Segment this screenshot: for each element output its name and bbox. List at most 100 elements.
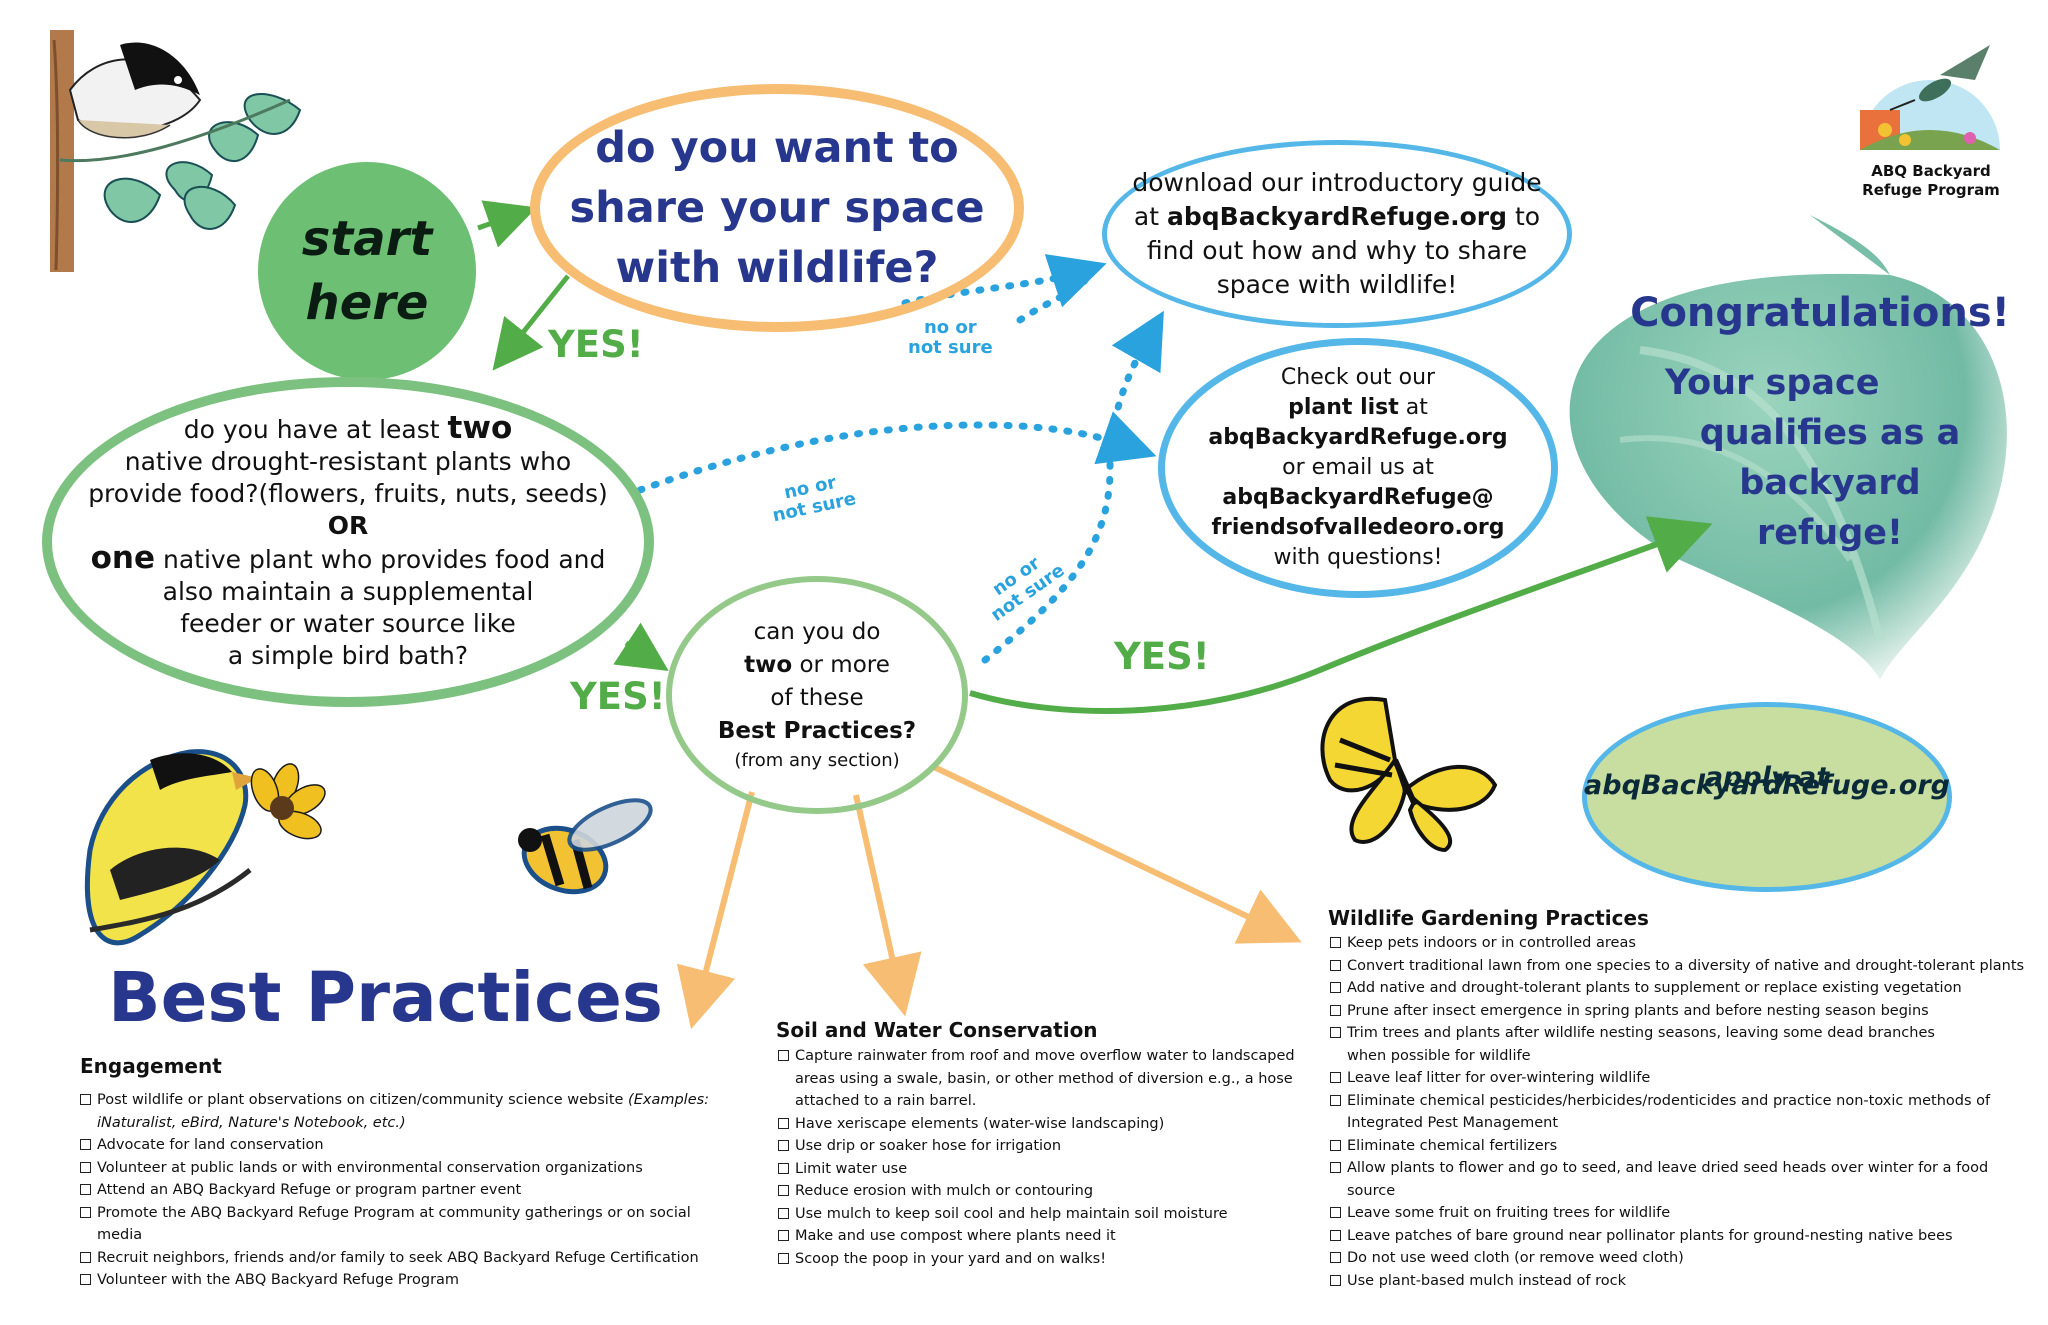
dotted-arrow-q2-to-plantlist [636,411,1157,494]
download-line: download our introductory guide [1132,168,1542,197]
checklist-item[interactable]: Leave leaf litter for over-wintering wil… [1330,1067,2030,1090]
logo-line: ABQ Backyard [1871,162,1991,180]
checklist-item[interactable]: Reduce erosion with mulch or contouring [778,1180,1308,1203]
congrats-line: Your space [1665,363,1880,403]
item-text: Trim trees and plants after wildlife nes… [1347,1025,1935,1041]
engagement-title: Engagement [80,1054,222,1078]
arrow-to-wildlife [930,763,1302,944]
checklist-item[interactable]: Use plant-based mulch instead of rock [1330,1270,2030,1293]
leaf-illustration [1569,215,2007,680]
checklist-item[interactable]: Post wildlife or plant observations on c… [80,1089,720,1134]
dotted-arrow-q3-to-download [981,310,1164,664]
congratulations-title: Congratulations! [1630,290,2010,336]
dotted-arrow-q1-to-download [1016,276,1089,324]
q-plants-line5-post: native plant who provides food and [155,545,606,574]
q-plants-line: provide food?(flowers, fruits, nuts, see… [88,479,608,508]
checklist-item[interactable]: Use mulch to keep soil cool and help mai… [778,1203,1308,1226]
q-practices-line: of these [770,685,864,711]
q-practices-two: two [744,652,793,678]
arrow-to-engagement [676,791,755,1030]
q-plants-two: two [447,410,513,446]
yes-label: YES! [1114,635,1210,678]
soil-water-list: Capture rainwater from roof and move ove… [778,1045,1308,1270]
no-not-sure-label: no or not sure [908,318,993,358]
bee-illustration [518,798,653,895]
engagement-list: Post wildlife or plant observations on c… [80,1089,720,1292]
share-space-question: do you want to share your space with wil… [530,84,1024,332]
checklist-item[interactable]: Volunteer with the ABQ Backyard Refuge P… [80,1269,720,1292]
download-guide-bubble: download our introductory guide at abqBa… [1102,140,1572,328]
checklist-item[interactable]: Eliminate chemical fertilizers [1330,1135,2030,1158]
download-link[interactable]: abqBackyardRefuge.org [1166,202,1508,231]
checklist-item[interactable]: Scoop the poop in your yard and on walks… [778,1248,1308,1271]
plant-list-link[interactable]: abqBackyardRefuge.org [1208,425,1508,450]
plant-line: Check out our [1280,365,1436,390]
download-line-pre: at [1133,202,1167,231]
plant-list-bubble: Check out our plant list at abqBackyardR… [1158,338,1558,598]
checklist-item[interactable]: Trim trees and plants after wildlife nes… [1330,1022,2030,1067]
checklist-item[interactable]: Promote the ABQ Backyard Refuge Program … [80,1202,720,1247]
q-practices-line2-post: or more [792,652,890,678]
q-share-line: share your space [569,183,985,233]
download-line: at abqBackyardRefuge.org to [1134,200,1540,234]
download-line-post: to [1507,202,1541,231]
q-share-line: do you want to [595,123,959,173]
wildlife-gardening-title: Wildlife Gardening Practices [1328,906,1649,930]
checklist-item[interactable]: Use drip or soaker hose for irrigation [778,1135,1308,1158]
congrats-line: backyard [1739,463,1921,503]
soil-water-title: Soil and Water Conservation [776,1018,1098,1042]
checklist-item[interactable]: Make and use compost where plants need i… [778,1225,1308,1248]
checklist-item[interactable]: Allow plants to flower and go to seed, a… [1330,1157,2030,1202]
yes-label: YES! [548,323,644,366]
plant-line: or email us at [1282,455,1434,480]
checklist-item[interactable]: Volunteer at public lands or with enviro… [80,1157,720,1180]
q-plants-line: also maintain a supplemental [162,577,534,606]
item-text: Post wildlife or plant observations on c… [97,1092,629,1108]
checklist-item[interactable]: Prune after insect emergence in spring p… [1330,1000,2030,1023]
item-text: Integrated Pest Management [1347,1115,1559,1131]
no-line: no or [923,317,977,338]
congratulations-body: Your space qualifies as a backyard refug… [1655,358,2005,558]
arrow-q3-to-congrats [969,516,1713,714]
checklist-item[interactable]: Capture rainwater from roof and move ove… [778,1045,1308,1113]
arrow-to-soil [853,794,922,1017]
checklist-item[interactable]: Eliminate chemical pesticides/herbicides… [1330,1090,2030,1135]
checklist-item[interactable]: Do not use weed cloth (or remove weed cl… [1330,1247,2030,1270]
q-share-line: with wildlife? [615,243,939,293]
q-plants-line: one native plant who provides food and [61,542,636,576]
email-link-domain[interactable]: friendsofvalledeoro.org [1211,515,1505,540]
q-practices-line: can you do [753,619,881,645]
checklist-item[interactable]: Convert traditional lawn from one specie… [1330,955,2030,978]
item-italic: (Examples: [628,1092,710,1108]
wildlife-gardening-list: Keep pets indoors or in controlled areas… [1330,932,2030,1292]
checklist-item[interactable]: Attend an ABQ Backyard Refuge or program… [80,1179,720,1202]
checklist-item[interactable]: Add native and drought-tolerant plants t… [1330,977,2030,1000]
start-here-bubble: start here [258,162,476,380]
q-practices-bold: Best Practices? [717,718,917,744]
apply-bubble[interactable]: apply at abqBackyardRefuge.org [1582,702,1952,892]
item-text: when possible for wildlife [1347,1047,1531,1064]
congrats-line: refuge! [1757,513,1903,553]
checklist-item[interactable]: Recruit neighbors, friends and/or family… [80,1247,720,1270]
program-logo-icon [1860,45,2000,150]
checklist-item[interactable]: Have xeriscape elements (water-wise land… [778,1113,1308,1136]
chickadee-illustration [50,30,302,272]
checklist-item[interactable]: Keep pets indoors or in controlled areas [1330,932,2030,955]
checklist-item[interactable]: Advocate for land conservation [80,1134,720,1157]
item-text: attached to a rain barrel. [795,1093,977,1109]
q-practices-line: two or more [744,649,890,682]
checklist-item[interactable]: Leave some fruit on fruiting trees for w… [1330,1202,2030,1225]
checklist-item[interactable]: Limit water use [778,1158,1308,1181]
plant-line-post: at [1398,395,1428,420]
apply-link[interactable]: abqBackyardRefuge.org [1584,770,1950,801]
program-logo-text: ABQ Backyard Refuge Program [1846,162,2016,200]
q-plants-line: feeder or water source like [180,609,516,638]
download-line: find out how and why to share [1146,236,1528,265]
plants-question: do you have at least two native drought-… [42,377,654,707]
q-plants-or: OR [327,511,369,540]
email-link[interactable]: abqBackyardRefuge@ [1222,485,1494,510]
logo-line: Refuge Program [1862,181,2000,199]
butterfly-illustration [1320,696,1498,853]
checklist-item[interactable]: Leave patches of bare ground near pollin… [1330,1225,2030,1248]
